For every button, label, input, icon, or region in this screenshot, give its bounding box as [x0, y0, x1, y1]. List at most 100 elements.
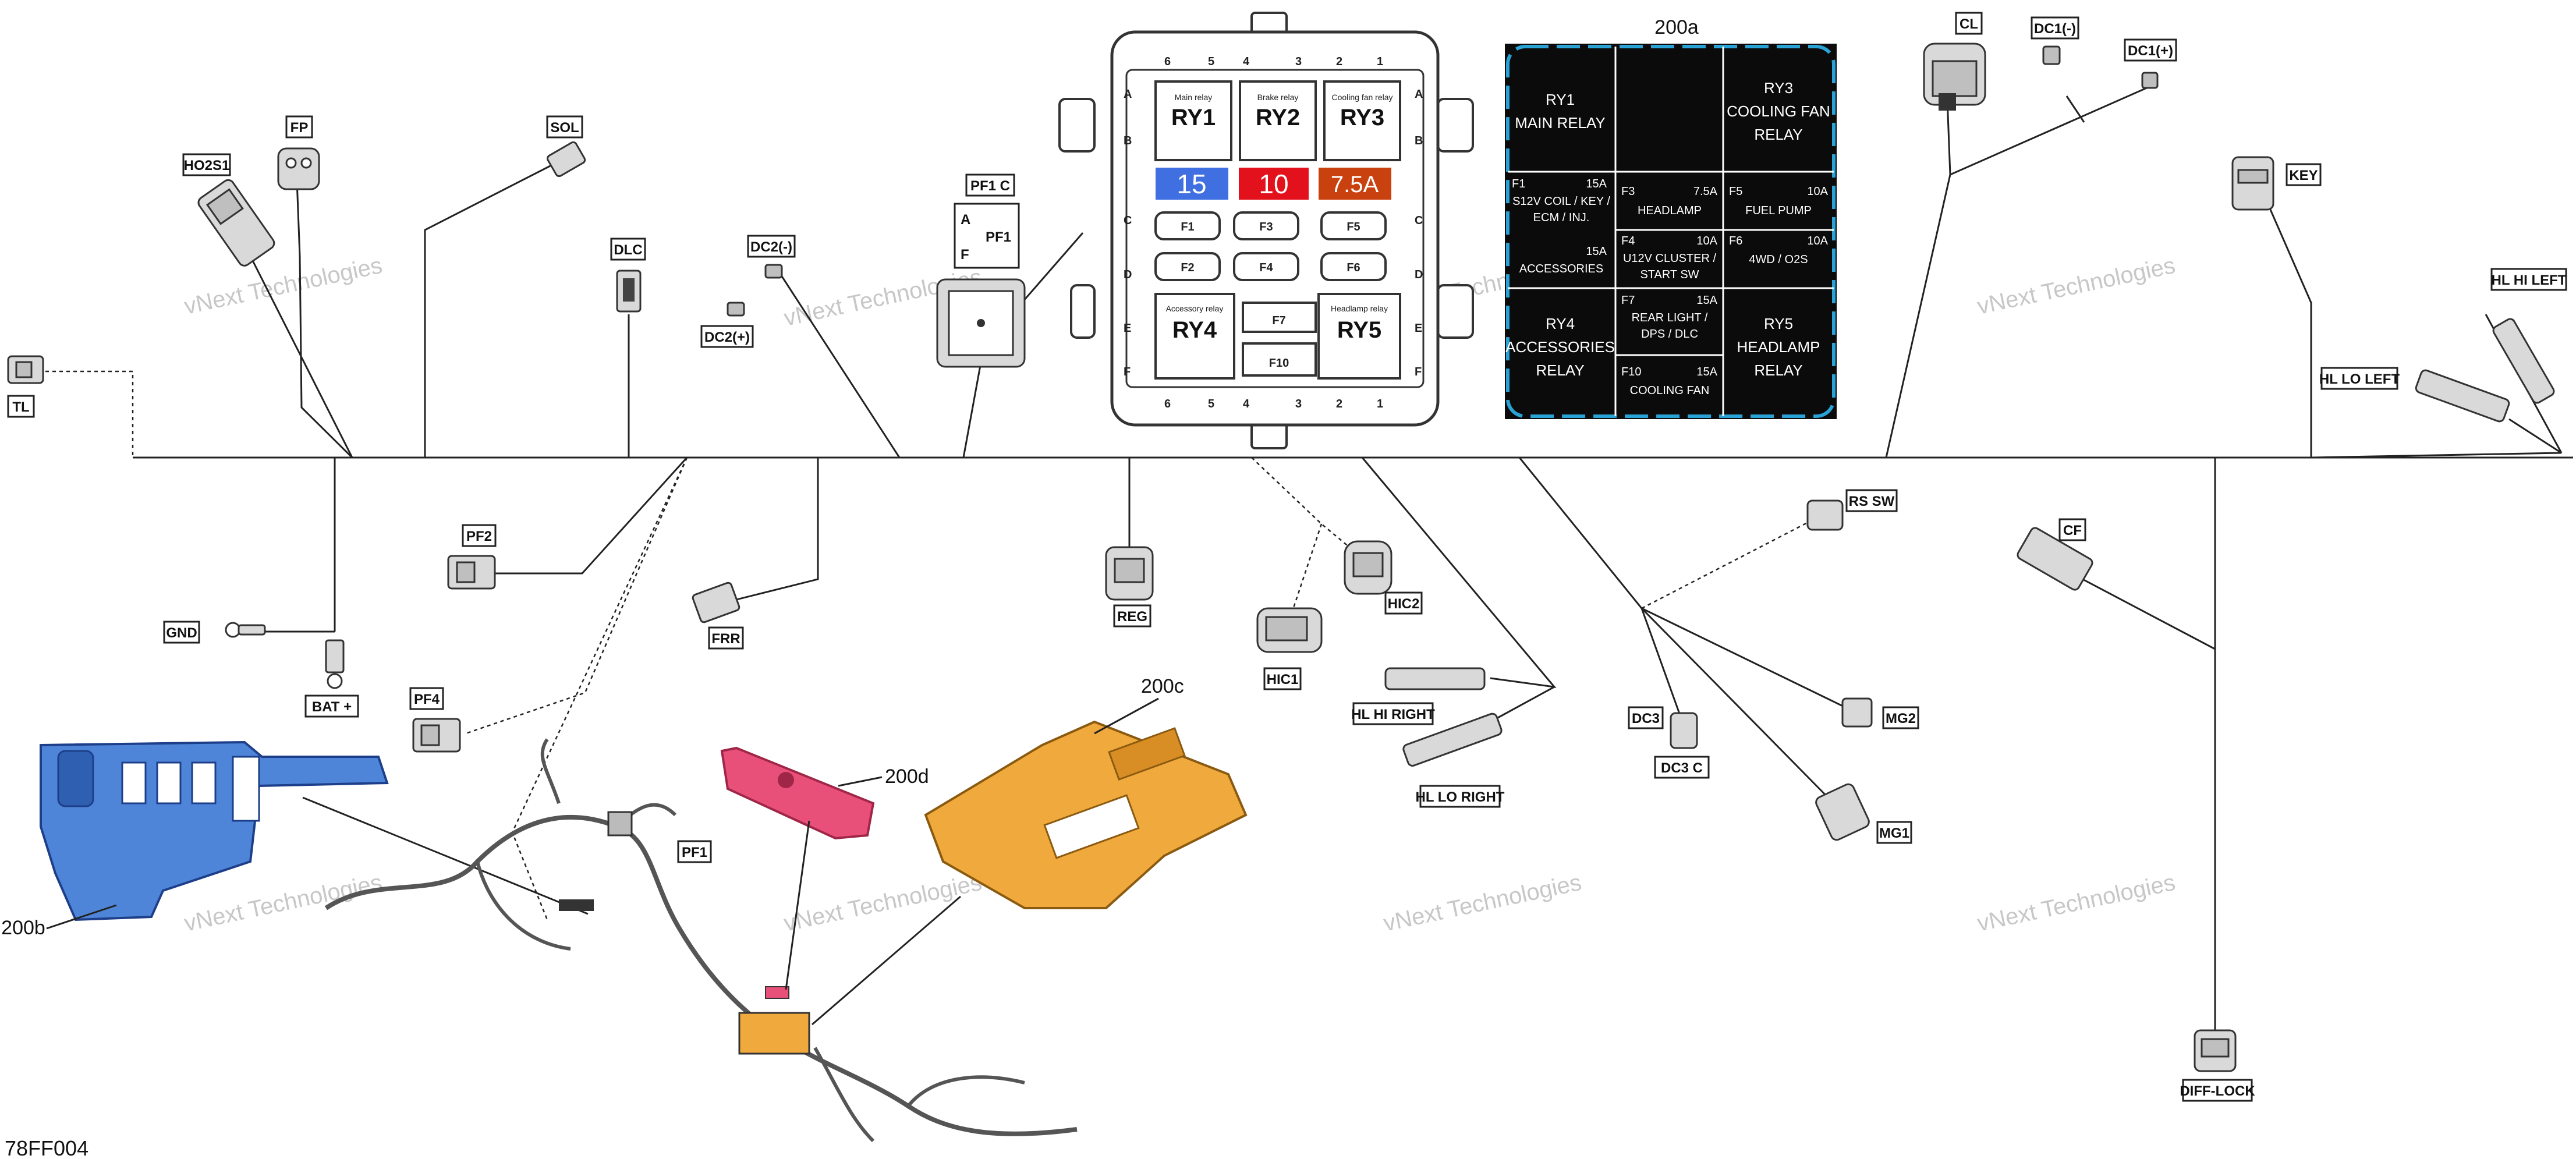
svg-text:Main relay: Main relay: [1175, 93, 1213, 102]
hic2-connector-icon: [1344, 540, 1392, 595]
dc2-minus-connector-icon: [764, 264, 783, 279]
dlc-connector-icon: [616, 270, 642, 313]
tag-mg1: MG1: [1876, 821, 1912, 844]
svg-text:D: D: [1124, 268, 1132, 281]
tag-reg: REG: [1113, 604, 1151, 628]
fuse-legend-panel: RY1 MAIN RELAY RY3 COOLING FAN RELAY F1 …: [1505, 44, 1837, 419]
watermark-5: vNext Technologies: [182, 870, 385, 937]
sol-connector-icon: [547, 141, 586, 178]
svg-text:DC2(-): DC2(-): [750, 239, 792, 255]
svg-text:DC2(+): DC2(+): [704, 329, 750, 345]
svg-text:PF1: PF1: [986, 229, 1011, 245]
fusebox-fuse-f2: F2: [1154, 252, 1221, 281]
dc1-plus-connector-icon: [2141, 72, 2159, 89]
tag-bat: BAT +: [304, 694, 359, 718]
svg-text:F: F: [1415, 366, 1422, 378]
svg-text:HL HI RIGHT: HL HI RIGHT: [1351, 707, 1435, 722]
watermark-7: vNext Technologies: [1381, 870, 1584, 937]
mg1-connector-icon: [1815, 783, 1870, 841]
watermark-1: vNext Technologies: [182, 253, 385, 320]
svg-text:Brake relay: Brake relay: [1257, 93, 1299, 102]
fuse-cover-200d: [720, 746, 875, 840]
tag-hl-hi-left: HL HI LEFT: [2490, 268, 2567, 291]
svg-text:START SW: START SW: [1640, 268, 1699, 281]
svg-text:F3: F3: [1259, 221, 1273, 233]
tag-cf: CF: [2058, 518, 2086, 541]
fusebox-fuse-blue: 15: [1156, 168, 1228, 200]
svg-text:HIC1: HIC1: [1267, 672, 1299, 687]
tag-mg2: MG2: [1882, 706, 1919, 729]
key-switch-icon: [2231, 156, 2274, 211]
svg-text:F10: F10: [1621, 366, 1641, 378]
tag-fp: FP: [285, 115, 313, 139]
svg-text:F3: F3: [1621, 185, 1635, 198]
dc1-minus-connector-icon: [2042, 45, 2061, 65]
fusebox-row-letters: A B C D E F A B C D E F: [1124, 88, 1423, 378]
tag-dc1-plus: DC1(+): [2124, 38, 2177, 62]
svg-text:MG1: MG1: [1879, 825, 1909, 841]
fuse-box: 6 5 4 3 2 1 6 5 4 3 2 1 A B C D E F A B …: [1058, 12, 1474, 449]
svg-text:RY4: RY4: [1546, 315, 1575, 332]
svg-text:FP: FP: [290, 120, 309, 136]
svg-text:F1: F1: [1181, 221, 1194, 233]
pf4-connector-icon: [412, 718, 461, 753]
svg-text:2: 2: [1336, 398, 1342, 410]
svg-text:3: 3: [1295, 55, 1302, 68]
cf-connector-icon: [2017, 527, 2093, 591]
svg-text:CF: CF: [2063, 523, 2082, 538]
hl-hi-left-bulb-icon: [2492, 318, 2555, 404]
tag-dlc: DLC: [610, 238, 646, 261]
mg2-connector-icon: [1841, 697, 1873, 728]
tag-pf1: PF1: [677, 840, 712, 863]
branch-lines: [45, 86, 2563, 1042]
fp-connector-icon: [277, 147, 320, 190]
label-tags: TL HO2S1 FP SOL DLC DC2(-) DC2(+) PF1 C …: [7, 12, 2567, 1102]
svg-text:COOLING FAN: COOLING FAN: [1630, 384, 1710, 397]
svg-text:D: D: [1415, 268, 1423, 281]
svg-text:Headlamp relay: Headlamp relay: [1331, 304, 1388, 313]
tag-dc2-plus: DC2(+): [700, 325, 754, 348]
tag-dc3-c: DC3 C: [1654, 756, 1710, 779]
svg-text:F6: F6: [1347, 261, 1360, 274]
tag-sol: SOL: [546, 115, 583, 139]
svg-text:DPS / DLC: DPS / DLC: [1641, 328, 1698, 341]
svg-text:COOLING FAN: COOLING FAN: [1727, 102, 1830, 120]
fusebox-fuse-f1: F1: [1154, 211, 1221, 240]
drawing-reference: 78FF004: [5, 1136, 88, 1159]
tag-hl-hi-right: HL HI RIGHT: [1351, 702, 1435, 725]
svg-text:CL: CL: [1960, 16, 1978, 32]
svg-text:HL LO RIGHT: HL LO RIGHT: [1416, 789, 1505, 805]
svg-text:DC1(+): DC1(+): [2128, 43, 2173, 59]
svg-text:10A: 10A: [1807, 235, 1828, 247]
tag-key: KEY: [2286, 163, 2322, 186]
hl-lo-left-bulb-icon: [2415, 369, 2510, 423]
tag-frr: FRR: [708, 626, 744, 650]
svg-text:F7: F7: [1272, 314, 1285, 327]
harness-sketch: [324, 738, 1078, 1143]
pf1-relay-icon: [936, 278, 1026, 368]
callout-200a: 200a: [1654, 16, 1699, 38]
svg-text:C: C: [1415, 214, 1423, 227]
svg-text:FRR: FRR: [711, 631, 740, 647]
fusebox-fuse-f10: F10: [1242, 342, 1317, 377]
svg-text:RELAY: RELAY: [1754, 126, 1802, 143]
fusebox-fuse-orange: 7.5A: [1319, 168, 1391, 200]
tag-hic1: HIC1: [1263, 667, 1302, 690]
svg-text:RELAY: RELAY: [1754, 361, 1802, 379]
watermark-8: vNext Technologies: [1975, 870, 2178, 937]
svg-text:Accessory relay: Accessory relay: [1166, 304, 1224, 313]
svg-text:10A: 10A: [1807, 185, 1828, 198]
svg-text:3: 3: [1295, 398, 1302, 410]
svg-text:F6: F6: [1729, 235, 1742, 247]
watermark-4: vNext Technologies: [1975, 253, 2178, 320]
svg-text:F1: F1: [1512, 178, 1525, 190]
svg-text:FUEL PUMP: FUEL PUMP: [1745, 204, 1812, 217]
svg-text:RY2: RY2: [1256, 105, 1300, 130]
svg-text:7.5A: 7.5A: [1331, 172, 1379, 197]
svg-text:F5: F5: [1729, 185, 1742, 198]
